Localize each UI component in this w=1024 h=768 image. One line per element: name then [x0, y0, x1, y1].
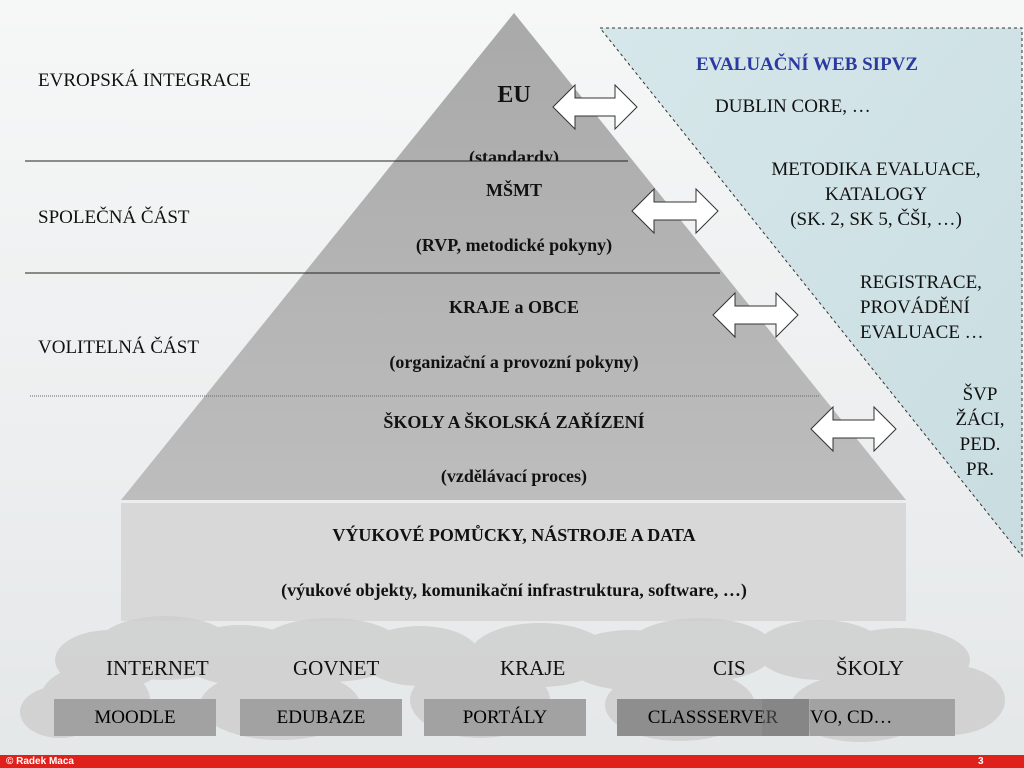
- footer-author: © Radek Maca: [6, 756, 74, 767]
- box-edubaze: EDUBAZE: [240, 699, 402, 736]
- level-regions-subtitle: (organizační a provozní pokyny): [389, 352, 639, 372]
- cloud-label-cis: CIS: [713, 656, 746, 680]
- level-msmt-subtitle: (RVP, metodické pokyny): [415, 235, 613, 255]
- pyramid-base-band: [121, 503, 906, 621]
- level-schools-subtitle: (vzdělávací proces): [440, 466, 588, 486]
- level-msmt-title: MŠMT: [486, 180, 542, 200]
- svp-line: ŠVP: [962, 384, 998, 405]
- level-eu-subtitle: (standardy): [468, 147, 559, 161]
- box-overlap-shade: [762, 699, 810, 736]
- dublin-core-text: DUBLIN CORE, …: [715, 96, 871, 117]
- registration-text: REGISTRACE, PROVÁDĚNÍ EVALUACE …: [860, 270, 984, 345]
- cloud-label-internet: INTERNET: [106, 656, 209, 680]
- svp-line: PED.: [959, 434, 1001, 455]
- box-vo-cd: VO, CD…: [810, 699, 955, 736]
- evaluation-triangle: [598, 27, 1023, 558]
- registration-line: EVALUACE …: [860, 322, 984, 343]
- box-moodle: MOODLE: [54, 699, 216, 736]
- level-schools-title: ŠKOLY A ŠKOLSKÁ ZAŘÍZENÍ: [383, 412, 645, 432]
- registration-line: REGISTRACE,: [860, 272, 982, 293]
- label-european-integration: EVROPSKÁ INTEGRACE: [38, 70, 251, 91]
- methodology-line: (SK. 2, SK 5, ČŠI, …): [790, 209, 962, 230]
- box-portals: PORTÁLY: [424, 699, 586, 736]
- evaluation-web-header: EVALUAČNÍ WEB SIPVZ: [696, 54, 919, 75]
- methodology-line: METODIKA EVALUACE,: [771, 159, 981, 180]
- cloud-label-regions: KRAJE: [500, 656, 566, 680]
- svp-text: ŠVP ŽÁCI, PED. PR.: [945, 382, 1015, 482]
- pyramid-shape: [121, 13, 906, 500]
- double-arrow-icon: [631, 187, 719, 235]
- label-common-part: SPOLEČNÁ ČÁST: [38, 207, 190, 228]
- footer-bar: © Radek Maca 3: [0, 755, 1024, 768]
- base-title: VÝUKOVÉ POMŮCKY, NÁSTROJE A DATA: [332, 525, 696, 545]
- footer-page-number: 3: [978, 756, 984, 767]
- double-arrow-icon: [712, 291, 799, 339]
- registration-line: PROVÁDĚNÍ: [860, 297, 970, 318]
- cloud-label-govnet: GOVNET: [293, 656, 380, 680]
- label-optional-part: VOLITELNÁ ČÁST: [38, 337, 199, 358]
- double-arrow-icon: [810, 405, 897, 453]
- level-eu-title: EU: [497, 82, 531, 108]
- box-classserver: CLASSSERVER: [617, 699, 809, 736]
- svp-line: ŽÁCI,: [955, 409, 1005, 430]
- double-arrow-icon: [552, 83, 638, 131]
- svp-line: PR.: [966, 459, 994, 480]
- methodology-text: METODIKA EVALUACE, KATALOGY (SK. 2, SK 5…: [745, 157, 1007, 232]
- cloud-label-schools: ŠKOLY: [836, 656, 904, 680]
- methodology-line: KATALOGY: [825, 184, 927, 205]
- level-regions-title: KRAJE a OBCE: [448, 297, 580, 317]
- level-eu-subtitle-clip: (standardy): [214, 147, 814, 161]
- base-subtitle: (výukové objekty, komunikační infrastruk…: [281, 580, 747, 600]
